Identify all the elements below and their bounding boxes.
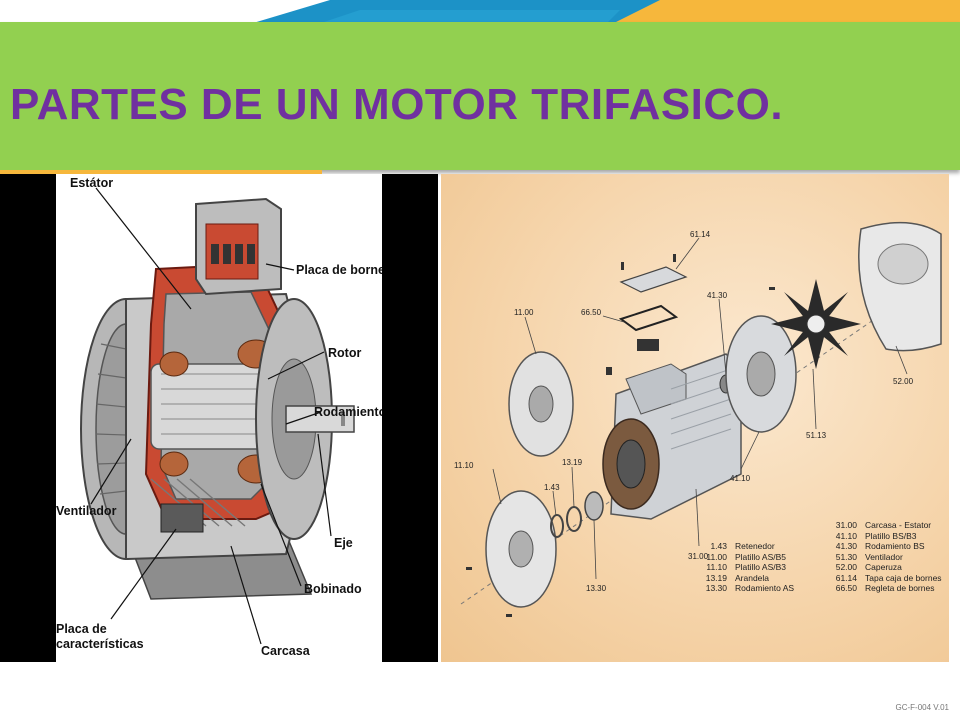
- label-eje: Eje: [334, 536, 353, 550]
- legend-name: Regleta de bornes: [865, 583, 935, 593]
- label-rodamientos: Rodamientos: [314, 405, 382, 419]
- legend-name: Platillo BS/B3: [865, 530, 917, 541]
- legend-row: 51.30 Ventilador: [821, 552, 942, 563]
- part-51-13: 51.13: [806, 431, 827, 440]
- label-carcasa: Carcasa: [261, 644, 310, 658]
- legend-row: 66.50 Regleta de bornes: [821, 583, 942, 594]
- label-placa-de: Placa de: [56, 622, 107, 636]
- part-41-10: 41.10: [730, 474, 751, 483]
- legend-name: Rodamiento BS: [865, 541, 925, 551]
- legend-name: Caperuza: [865, 562, 902, 572]
- legend-code: 66.50: [835, 583, 857, 593]
- part-13-30: 13.30: [586, 584, 607, 593]
- legend-name: Ventilador: [865, 551, 903, 562]
- motor-cutaway-image: Estátor Placa de bornes Rotor Rodamiento…: [56, 174, 382, 662]
- part-41-30: 41.30: [707, 291, 728, 300]
- label-ventilador: Ventilador: [56, 504, 117, 518]
- legend-name: Platillo AS/B5: [735, 551, 787, 562]
- legend-row: 13.19 Arandela: [691, 573, 794, 584]
- title-banner: PARTES DE UN MOTOR TRIFASICO.: [0, 22, 960, 170]
- part-61-14: 61.14: [690, 230, 711, 239]
- legend-row: 41.30 Rodamiento BS: [821, 541, 942, 552]
- footer-document-code: GC-F-004 V.01: [895, 703, 949, 712]
- legend-row: 61.14 Tapa caja de bornes: [821, 573, 942, 584]
- part-31-00: 31.00: [688, 552, 709, 561]
- label-estator: Estátor: [70, 176, 114, 190]
- part-1-43: 1.43: [544, 483, 560, 492]
- part-11-00: 11.00: [514, 308, 534, 317]
- legend-code: 31.00: [835, 520, 857, 530]
- legend-row: 11.10 Platillo AS/B3: [691, 562, 794, 573]
- legend-code: 41.30: [835, 541, 857, 551]
- legend-code: 13.30: [705, 583, 727, 593]
- legend-row: 13.30 Rodamiento AS: [691, 583, 794, 594]
- motor-exploded-view-image: 61.14 66.50 11.00 41.30 52.00 11.10 13.1…: [441, 174, 949, 662]
- motor-cutaway-illustration: [80, 187, 355, 645]
- label-rotor: Rotor: [328, 346, 362, 360]
- legend-code: 1.43: [710, 541, 727, 551]
- part-13-19: 13.19: [562, 458, 583, 467]
- slide-title: PARTES DE UN MOTOR TRIFASICO.: [10, 80, 784, 129]
- legend-name: Carcasa - Estator: [865, 520, 932, 530]
- legend-row: 11.00 Platillo AS/B5: [691, 552, 794, 563]
- label-caracteristicas: características: [56, 637, 144, 651]
- legend-row: 31.00 Carcasa - Estator: [821, 520, 942, 531]
- legend-name: Tapa caja de bornes: [865, 572, 942, 583]
- legend-code: 52.00: [835, 562, 857, 572]
- label-bobinado: Bobinado: [304, 582, 362, 596]
- legend-name: Arandela: [735, 572, 770, 583]
- banner-accent-line: [0, 170, 322, 174]
- legend-row: 52.00 Caperuza: [821, 562, 942, 573]
- legend-name: Retenedor: [735, 541, 775, 551]
- legend-code: 11.10: [706, 562, 727, 572]
- part-66-50: 66.50: [581, 308, 602, 317]
- label-placa-de-bornes: Placa de bornes: [296, 263, 382, 277]
- legend-name: Rodamiento AS: [735, 583, 795, 593]
- motor-exploded-illustration: [460, 221, 942, 617]
- legend-row: 1.43 Retenedor: [691, 541, 794, 552]
- legend-code: 13.19: [705, 572, 727, 583]
- legend-code: 51.30: [835, 551, 857, 562]
- legend-name: Platillo AS/B3: [735, 562, 787, 572]
- motor-cutaway-image-panel: Estátor Placa de bornes Rotor Rodamiento…: [0, 174, 438, 662]
- part-11-10: 11.10: [454, 461, 474, 470]
- legend-code: 41.10: [835, 530, 857, 541]
- parts-legend-left: 1.43 Retenedor 11.00 Platillo AS/B5 11.10 P…: [691, 541, 794, 594]
- legend-row: 41.10 Platillo BS/B3: [821, 531, 942, 542]
- parts-legend-right: 31.00 Carcasa - Estator 41.10 Platillo BS/…: [821, 520, 942, 594]
- part-52-00: 52.00: [893, 377, 914, 386]
- legend-code: 11.00: [706, 551, 727, 562]
- legend-code: 61.14: [835, 572, 857, 583]
